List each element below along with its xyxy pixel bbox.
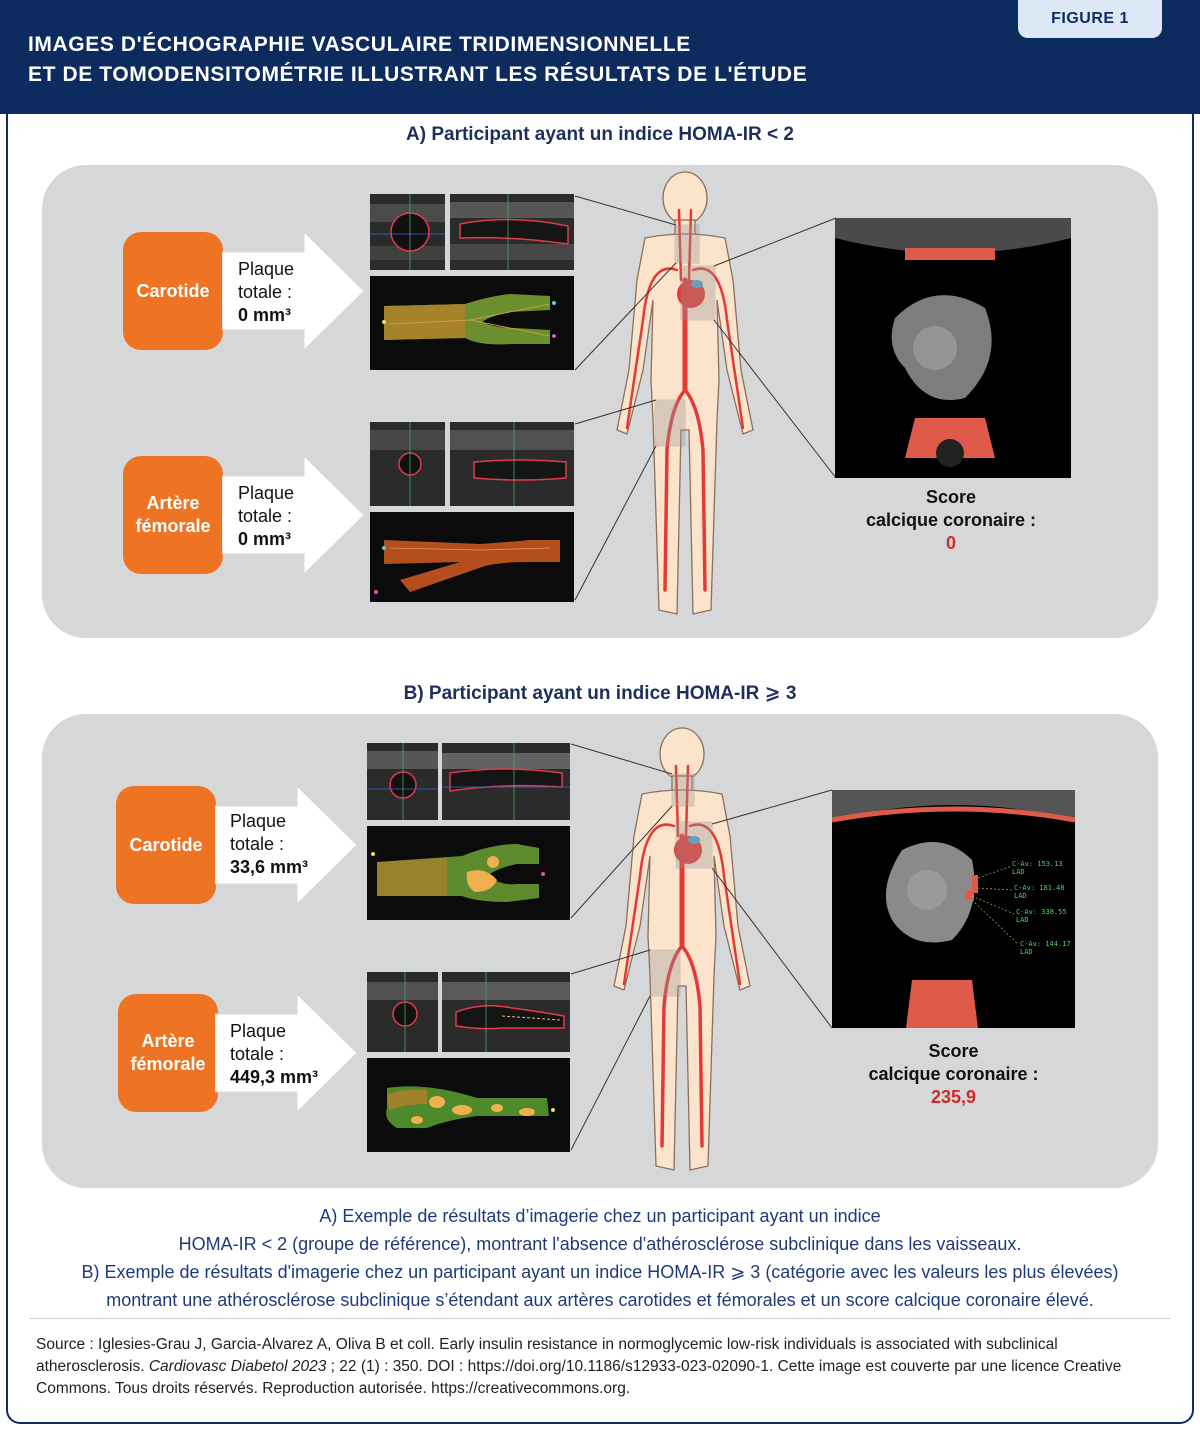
panel-b-score: Score calcique coronaire : 235,9 — [832, 1040, 1075, 1109]
panel-a-title: A) Participant ayant un indice HOMA-IR <… — [406, 124, 794, 145]
panel-b-carotid-arrow — [215, 786, 358, 904]
plaque-label: totale : — [230, 1044, 285, 1064]
plaque-value: 33,6 mm³ — [230, 857, 309, 877]
organ-label: Artère — [146, 493, 200, 513]
caption-line4: montrant une athérosclérose subclinique … — [106, 1290, 1094, 1310]
panel-b-ct-scan — [832, 790, 1075, 1028]
figure-title-line2: ET DE TOMODENSITOMÉTRIE ILLUSTRANT LES R… — [28, 63, 808, 86]
plaque-label: totale : — [238, 506, 293, 526]
plaque-value: 0 mm³ — [238, 305, 292, 325]
plaque-label: Plaque — [238, 483, 295, 503]
source-divider — [30, 1318, 1170, 1319]
panel-a-femoral-us-long — [450, 422, 574, 506]
score-label: Score — [925, 487, 977, 507]
panel-a-femoral-3d — [370, 512, 574, 602]
plaque-label: Plaque — [230, 811, 287, 831]
score-label: Score — [928, 1041, 979, 1061]
panel-b-femoral-us-long — [442, 972, 570, 1052]
panel-a-ct-scan — [835, 218, 1071, 478]
figure-badge: FIGURE 1 — [1018, 0, 1162, 38]
ct-annotation: C-Av: 338.55 LAD — [1016, 908, 1067, 924]
caption-line2: HOMA-IR < 2 (groupe de référence), montr… — [178, 1234, 1022, 1254]
figure-title: IMAGES D'ÉCHOGRAPHIE VASCULAIRE TRIDIMEN… — [28, 30, 807, 90]
panel-a-femoral-us-cross — [370, 422, 445, 506]
panel-a-femoral-label: Artère fémorale — [123, 456, 223, 574]
ct-annotation: C-Av: 144.17 LAD — [1020, 940, 1071, 956]
panel-a-carotid-us-long — [450, 194, 574, 270]
panel-a-carotid-3d — [370, 276, 574, 370]
panel-b-carotid-us-cross — [367, 743, 438, 820]
ct-annotation: C-Av: 153.13 LAD — [1012, 860, 1063, 876]
panel-b-carotid-label: Carotide — [116, 786, 216, 904]
panel-b-femoral-3d — [367, 1058, 570, 1152]
figure-header: IMAGES D'ÉCHOGRAPHIE VASCULAIRE TRIDIMEN… — [0, 0, 1200, 114]
source-text: ; 22 (1) : 350. DOI : https://doi.org/10… — [36, 1358, 1122, 1397]
panel-b-femoral-label: Artère fémorale — [118, 994, 218, 1112]
score-value: 235,9 — [930, 1087, 977, 1107]
plaque-value: 449,3 mm³ — [230, 1067, 319, 1087]
organ-label: Carotide — [136, 280, 210, 301]
plaque-label: totale : — [238, 282, 293, 302]
organ-label: Artère — [141, 1031, 195, 1051]
panel-b-femoral-plaque: Plaque totale : 449,3 mm³ — [230, 1020, 318, 1089]
caption-line3: B) Exemple de résultats d'imagerie chez … — [81, 1262, 1119, 1282]
plaque-label: Plaque — [230, 1021, 287, 1041]
panel-b-carotid-plaque: Plaque totale : 33,6 mm³ — [230, 810, 308, 879]
panel-b-body — [613, 727, 751, 1171]
score-label: calcique coronaire : — [865, 510, 1037, 530]
source-citation: Source : Iglesies-Grau J, Garcia-Alvarez… — [36, 1334, 1166, 1400]
source-text: Source : Iglesies-Grau J, Garcia-Alvarez… — [36, 1336, 1058, 1375]
panel-b-femoral-us-cross — [367, 972, 438, 1052]
panel-a-score: Score calcique coronaire : 0 — [835, 486, 1067, 555]
panel-a-carotid-label: Carotide — [123, 232, 223, 350]
figure-title-line1: IMAGES D'ÉCHOGRAPHIE VASCULAIRE TRIDIMEN… — [28, 33, 691, 56]
panel-a-body — [616, 171, 754, 615]
organ-label: fémorale — [130, 1054, 206, 1074]
panel-b-femoral-arrow — [215, 994, 358, 1112]
panel-a-carotid-arrow — [222, 232, 365, 350]
score-value: 0 — [945, 533, 956, 553]
panel-a-femoral-arrow — [222, 456, 365, 574]
panel-b-title: B) Participant ayant un indice HOMA-IR ⩾… — [403, 683, 797, 704]
organ-label: Carotide — [129, 834, 203, 855]
plaque-label: Plaque — [238, 259, 295, 279]
score-label: calcique coronaire : — [868, 1064, 1039, 1084]
panel-b-carotid-3d — [367, 826, 570, 920]
plaque-label: totale : — [230, 834, 285, 854]
plaque-value: 0 mm³ — [238, 529, 292, 549]
source-journal: Cardiovasc Diabetol 2023 — [148, 1358, 327, 1375]
panel-b-carotid-us-long — [442, 743, 570, 820]
organ-label: fémorale — [135, 516, 211, 536]
panel-a-femoral-plaque: Plaque totale : 0 mm³ — [238, 482, 294, 551]
panel-a-carotid-plaque: Plaque totale : 0 mm³ — [238, 258, 294, 327]
figure-frame — [6, 0, 1194, 1424]
panel-a-carotid-us-cross — [370, 194, 445, 270]
ct-annotation: C-Av: 181.48 LAD — [1014, 884, 1065, 900]
caption-line1: A) Exemple de résultats d’imagerie chez … — [319, 1206, 881, 1226]
